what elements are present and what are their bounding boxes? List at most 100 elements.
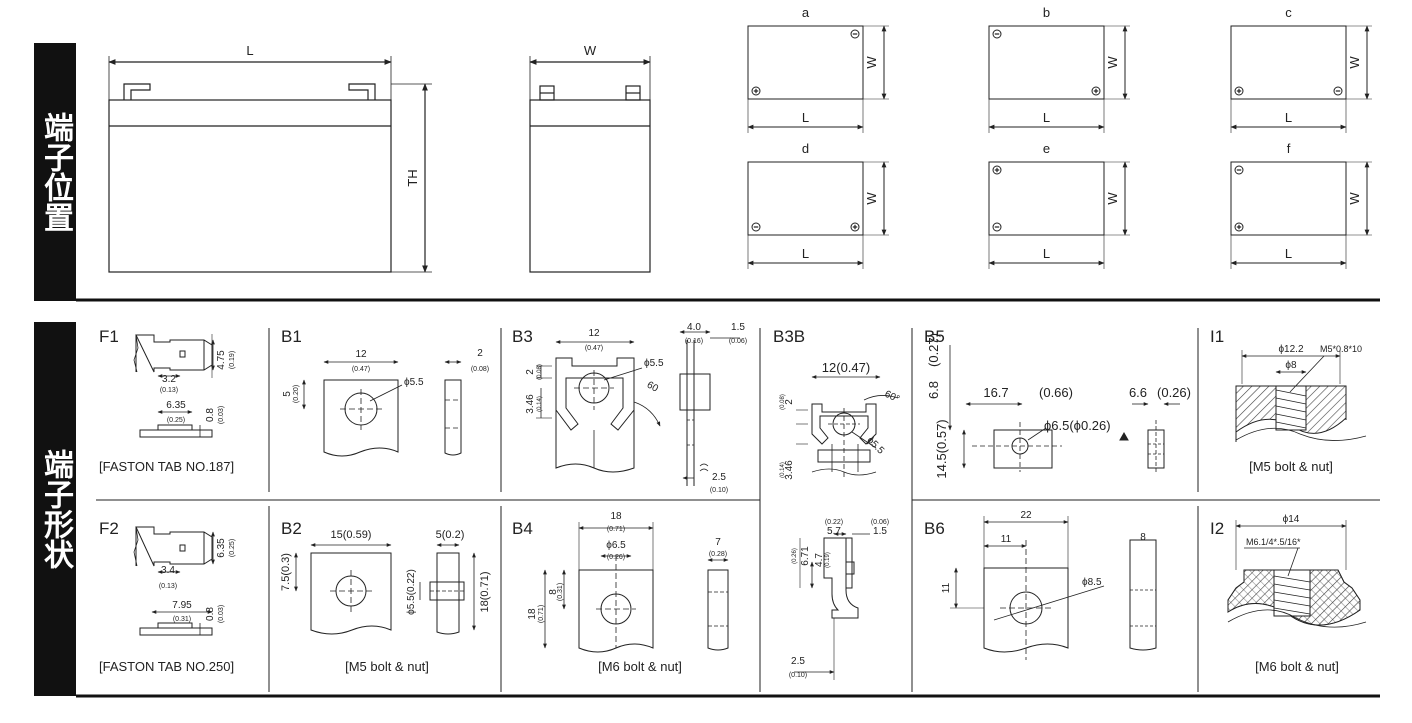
dim-label: 12(0.47) [822, 360, 870, 375]
layout-label: f [1287, 141, 1291, 156]
terminal-layout-a: aW L [747, 5, 889, 133]
dim-label: (0.03) [218, 605, 225, 623]
dim-label: (0.03) [218, 406, 225, 424]
negative-terminal-icon [751, 222, 761, 232]
dim-label: 18 [610, 511, 622, 522]
terminal-caption: [M5 bolt & nut] [345, 659, 429, 674]
dim-label: (0.47) [352, 366, 370, 373]
dim-label: 2 [784, 399, 795, 405]
width-label: W [1347, 56, 1362, 69]
battery-top-outline [1230, 25, 1347, 100]
terminal-B6: B6 22 11 8 11 ϕ8.5 [924, 510, 1157, 660]
terminal-code: B4 [512, 519, 533, 538]
terminal-code: I2 [1210, 519, 1224, 538]
dim-label: (0.08) [780, 394, 786, 410]
section-title: 端子位置 [38, 112, 73, 232]
dim-label: (0.26) [792, 548, 798, 564]
dim-label: 8 [1140, 532, 1146, 543]
dim-label: (0.31) [173, 616, 191, 623]
dim-label: 4.75 [216, 350, 227, 370]
positive-terminal-icon [1234, 86, 1244, 96]
negative-terminal-icon [1333, 86, 1343, 96]
dim-label: (0.19) [825, 552, 831, 568]
battery-front-view [108, 56, 432, 273]
dim-label: (0.26) [607, 554, 625, 561]
positive-terminal-icon [751, 86, 761, 96]
terminal-B1: B1 12 (0.47) 5 (0.20) ϕ5.5 2 (0.08) [281, 327, 489, 457]
dim-label: (0.08) [471, 366, 489, 373]
battery-top-outline [1230, 161, 1347, 236]
dim-label: 22 [1020, 510, 1032, 521]
dim-label: 7.5(0.3) [280, 553, 292, 591]
dim-label: ϕ8 [1285, 360, 1297, 371]
terminal-code: B2 [281, 519, 302, 538]
section-title: 端子形状 [38, 449, 73, 569]
positive-terminal-icon [850, 222, 860, 232]
battery-top-outline [747, 161, 864, 236]
dim-label: 2 [525, 369, 536, 375]
dim-label: 4.7 [814, 553, 825, 567]
terminal-layout-b: bWL [988, 5, 1130, 133]
dim-label: 3.46 [784, 460, 795, 480]
dim-label: 18 [527, 608, 538, 620]
dim-label: 0.8 [205, 408, 216, 422]
dim-label: 0.8 [205, 607, 216, 621]
dim-label: (0.27) [926, 333, 941, 367]
dim-label: (0.20) [293, 385, 300, 403]
dim-label: 4.0 [687, 322, 701, 333]
dim-label: 7.95 [172, 600, 192, 611]
length-label: L [1285, 110, 1292, 125]
battery-top-outline [988, 25, 1105, 100]
dim-label: 12 [588, 328, 600, 339]
dim-label: 6.35 [216, 538, 227, 558]
terminal-caption: [M5 bolt & nut] [1249, 459, 1333, 474]
dim-label: 12 [355, 349, 367, 360]
dim-label: (0.66) [1039, 385, 1073, 400]
negative-terminal-icon [1234, 165, 1244, 175]
dim-label: 5 [282, 391, 293, 397]
width-label: W [1105, 192, 1120, 205]
layout-label: b [1043, 5, 1050, 20]
terminal-I1: I1 ϕ12.2 ϕ8 M5*0.8*10 [M5 bolt & nut] [1210, 327, 1367, 474]
width-label: W [864, 56, 879, 69]
dim-label: 2.5 [791, 656, 805, 667]
height-label: TH [405, 169, 420, 186]
length-label: L [802, 110, 809, 125]
dim-label: 11 [941, 582, 952, 593]
dim-label: (0.28) [709, 551, 727, 558]
dim-label: 6.8 [926, 381, 941, 399]
dim-label: (0.22) [825, 519, 843, 526]
dim-label: (0.14) [780, 462, 786, 478]
terminal-F2: F2 6.35 (0.25) 3.4 (0.13) 7.95 (0.31) 0.… [99, 519, 236, 674]
battery-top-outline [747, 25, 864, 100]
negative-terminal-icon [850, 29, 860, 39]
terminal-caption: [FASTON TAB NO.250] [99, 659, 234, 674]
length-label: L [802, 246, 809, 261]
dim-label: ϕ5.5 [644, 358, 664, 369]
width-label: W [1347, 192, 1362, 205]
dim-label: 60 [645, 380, 661, 395]
layout-label: a [802, 5, 810, 20]
dim-label: (0.08) [537, 364, 543, 380]
terminal-code: I1 [1210, 327, 1224, 346]
dim-label: (0.06) [871, 519, 889, 526]
length-label: L [1043, 246, 1050, 261]
dim-label: (0.31) [557, 583, 564, 601]
dim-label: 16.7 [983, 385, 1008, 400]
dim-label: ϕ12.2 [1278, 344, 1304, 355]
dim-label: (0.71) [607, 526, 625, 533]
terminal-caption: [M6 bolt & nut] [1255, 659, 1339, 674]
terminal-B4: B4 18 (0.71) ϕ6.5 (0.26) 7 (0.28) 18 (0.… [512, 511, 729, 674]
section-label-terminal-position: 端子位置 [34, 43, 76, 301]
terminal-B5: B5 6.8 (0.27) 16.7 (0.66) 6.6 (0.26) ϕ6.… [924, 327, 1191, 479]
width-label: W [864, 192, 879, 205]
dim-label: 6.6 [1129, 385, 1147, 400]
dim-label: 15(0.59) [331, 529, 372, 541]
dim-label: ϕ14 [1283, 514, 1300, 525]
dim-label: 1.5 [873, 526, 887, 537]
terminal-layout-c: cWL [1230, 5, 1372, 133]
terminal-layout-e: eWL [988, 141, 1130, 269]
dim-label: (0.25) [167, 417, 185, 424]
